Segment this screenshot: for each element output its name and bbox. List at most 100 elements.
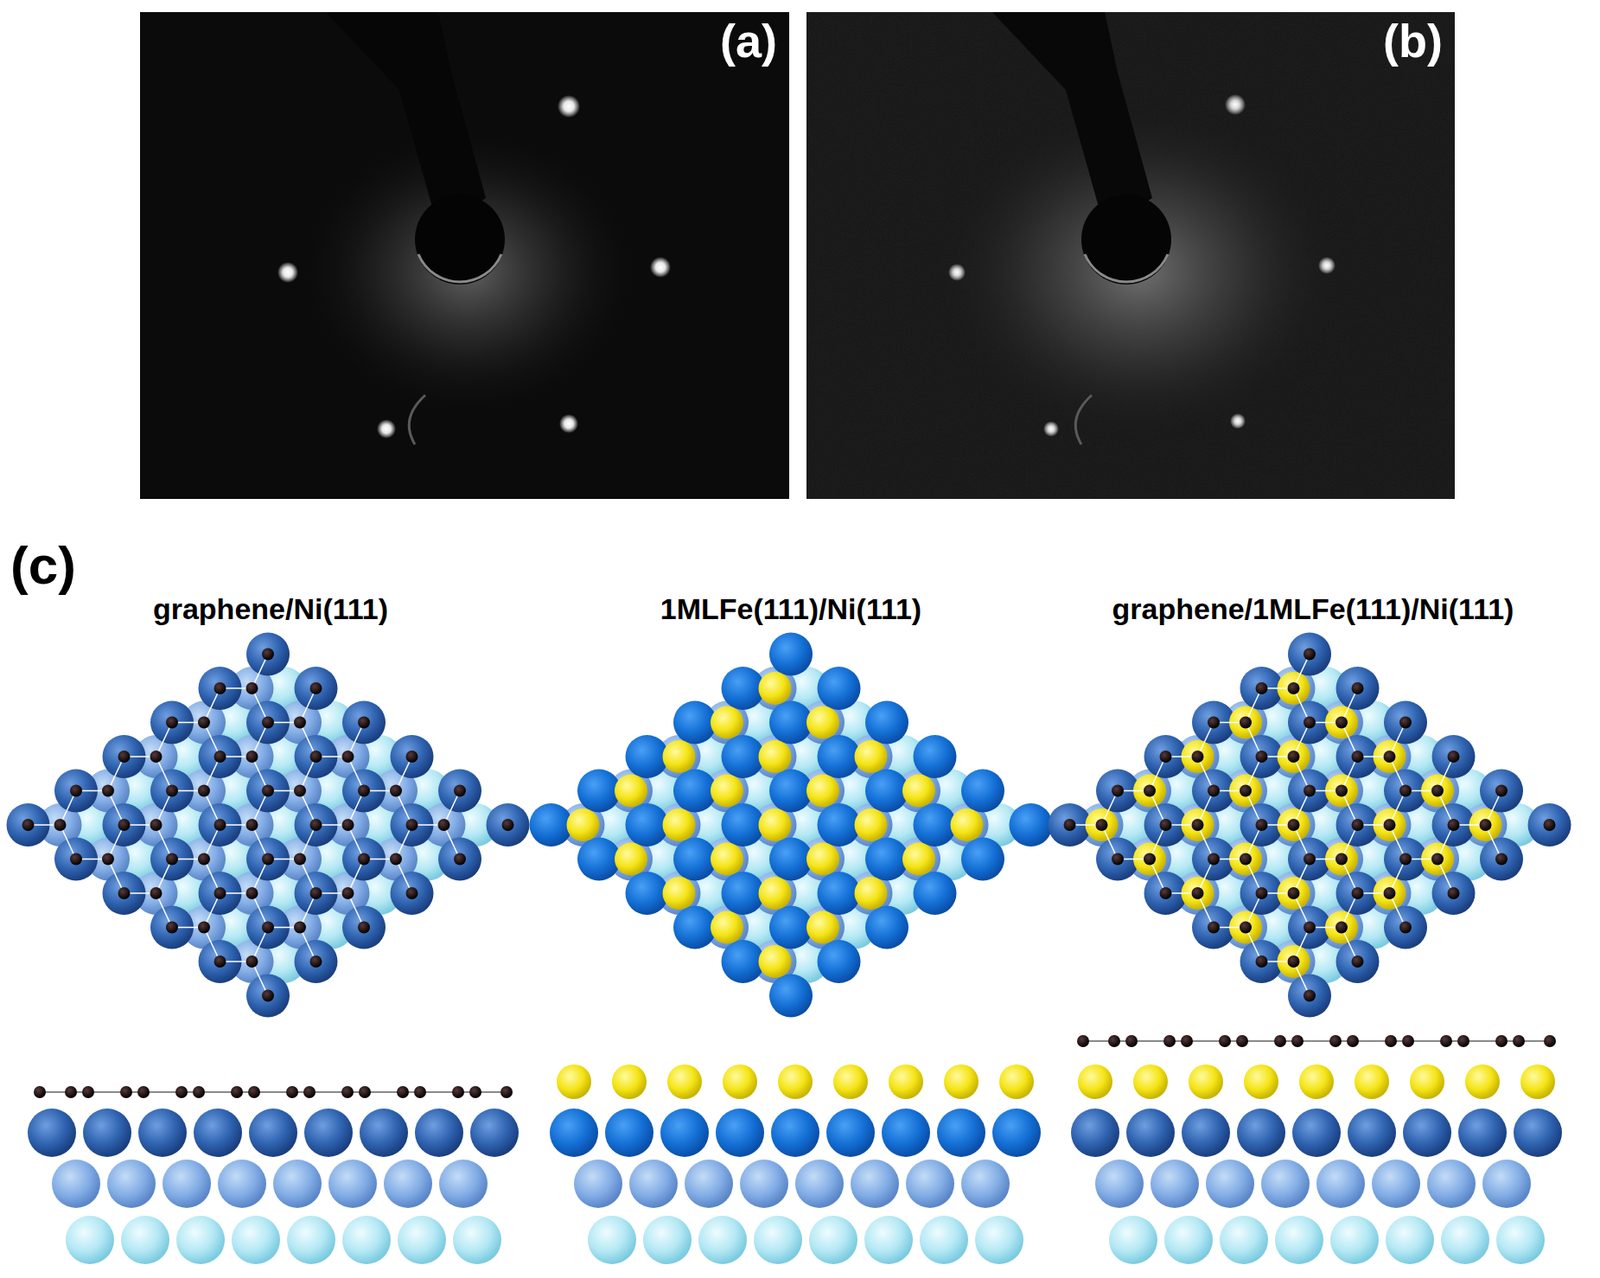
ni-atom-second-layer xyxy=(739,1159,789,1208)
ni-atom-top-layer xyxy=(715,1108,765,1157)
carbon-atom xyxy=(1431,784,1444,797)
carbon-atom xyxy=(1207,784,1220,797)
carbon-atom xyxy=(261,784,275,797)
ni-atom-top-layer xyxy=(390,734,434,778)
ni-atom-top-layer xyxy=(865,769,909,813)
ni-atom-top-layer xyxy=(673,701,717,745)
ni-atom-top-layer xyxy=(193,1108,243,1157)
ni-atom-top-layer xyxy=(304,1108,353,1157)
carbon-atom xyxy=(1303,716,1316,729)
graphene-sheet xyxy=(1079,1039,1554,1042)
carbon-atom xyxy=(1111,784,1124,797)
carbon-atom xyxy=(1346,1034,1359,1047)
carbon-atom xyxy=(1351,682,1365,695)
ni-atom-second-layer xyxy=(439,1159,488,1208)
fe-atom xyxy=(567,808,600,842)
fe-atom xyxy=(556,1064,592,1099)
carbon-atom xyxy=(358,1085,371,1098)
carbon-atom xyxy=(342,818,355,831)
ni-atom-second-layer xyxy=(383,1159,433,1208)
ni-atom-top-layer xyxy=(1070,1108,1120,1157)
panel-label: (a) xyxy=(720,15,778,67)
carbon-atom xyxy=(1457,1034,1470,1047)
leed-spot xyxy=(277,261,299,283)
carbon-atom xyxy=(1384,1034,1397,1047)
fe-atom xyxy=(710,774,744,808)
gun-rim xyxy=(418,254,502,282)
carbon-atom xyxy=(1495,853,1508,866)
carbon-atom xyxy=(1351,818,1365,831)
carbon-atom xyxy=(1543,818,1556,831)
carbon-atom xyxy=(70,784,83,797)
ni-atom-top-layer xyxy=(673,837,717,881)
ni-atom-third-layer xyxy=(176,1215,225,1264)
carbon-atom xyxy=(1111,853,1124,866)
leed-pattern xyxy=(806,12,1455,499)
carbon-atom xyxy=(33,1085,46,1098)
ni-atom-second-layer xyxy=(1427,1159,1476,1208)
carbon-atom xyxy=(1255,750,1269,763)
ni-atom-top-layer xyxy=(721,871,765,915)
fe-atom xyxy=(1243,1064,1279,1099)
ni-atom-top-layer xyxy=(625,803,670,847)
fe-atom xyxy=(758,808,792,842)
carbon-atom xyxy=(310,886,323,899)
ni-atom-top-layer xyxy=(826,1108,875,1157)
carbon-atom xyxy=(165,921,179,934)
ni-atom-top-layer xyxy=(913,871,957,915)
ni-atom-top-layer xyxy=(294,666,338,710)
carbon-atom xyxy=(261,989,275,1002)
ni-atom-second-layer xyxy=(1095,1159,1144,1208)
carbon-atom xyxy=(406,818,419,831)
ni-atom-third-layer xyxy=(397,1215,447,1264)
ni-atom-top-layer xyxy=(342,701,386,745)
carbon-atom xyxy=(261,921,275,934)
carbon-atom xyxy=(214,886,227,899)
reflection-streak xyxy=(1075,395,1092,445)
ni-atom-top-layer xyxy=(1126,1108,1175,1157)
ni-atom-third-layer xyxy=(1385,1215,1435,1264)
ni-atom-top-layer xyxy=(625,871,670,915)
carbon-atom xyxy=(1160,750,1173,763)
ni-atom-second-layer xyxy=(573,1159,623,1208)
ni-atom-top-layer xyxy=(1287,632,1332,676)
carbon-atom xyxy=(175,1085,188,1098)
ni-atom-top-layer xyxy=(769,769,813,813)
leed-spot xyxy=(948,263,966,281)
ni-atom-top-layer xyxy=(817,803,861,847)
fe-atom xyxy=(1520,1064,1556,1099)
ni-atom-top-layer xyxy=(342,905,386,950)
structure-title: 1MLFe(111)/Ni(111) xyxy=(660,592,922,625)
carbon-atom xyxy=(1255,955,1269,968)
carbon-atom xyxy=(101,784,115,797)
carbon-atom xyxy=(1218,1034,1231,1047)
carbon-atom xyxy=(1287,886,1301,899)
ni-atom-top-layer xyxy=(486,803,530,847)
fe-atom xyxy=(758,944,792,978)
carbon-atom xyxy=(197,784,211,797)
ni-atom-second-layer xyxy=(107,1159,156,1208)
carbon-atom xyxy=(293,921,306,934)
carbon-atom xyxy=(1303,853,1316,866)
carbon-atom xyxy=(310,750,323,763)
carbon-atom xyxy=(1160,886,1173,899)
ni-atom-second-layer xyxy=(905,1159,955,1208)
carbon-atom xyxy=(1543,1034,1556,1047)
fe-atom xyxy=(710,911,744,944)
carbon-atom xyxy=(70,853,83,866)
ni-atom-top-layer xyxy=(1432,871,1476,915)
ni-atom-top-layer xyxy=(605,1108,654,1157)
ni-atom-top-layer xyxy=(1479,837,1524,881)
ni-atom-third-layer xyxy=(65,1215,115,1264)
carbon-atom xyxy=(453,853,466,866)
leed-panel: (b) xyxy=(806,12,1455,499)
ni-atom-third-layer xyxy=(809,1215,858,1264)
ni-atom-top-layer xyxy=(1336,939,1380,983)
ni-atom-top-layer xyxy=(438,769,482,813)
ni-atom-third-layer xyxy=(643,1215,692,1264)
carbon-atom xyxy=(1440,1034,1453,1047)
carbon-atom xyxy=(310,818,323,831)
carbon-atom xyxy=(22,818,35,831)
ni-atom-second-layer xyxy=(1482,1159,1531,1208)
ni-atom-third-layer xyxy=(1109,1215,1158,1264)
